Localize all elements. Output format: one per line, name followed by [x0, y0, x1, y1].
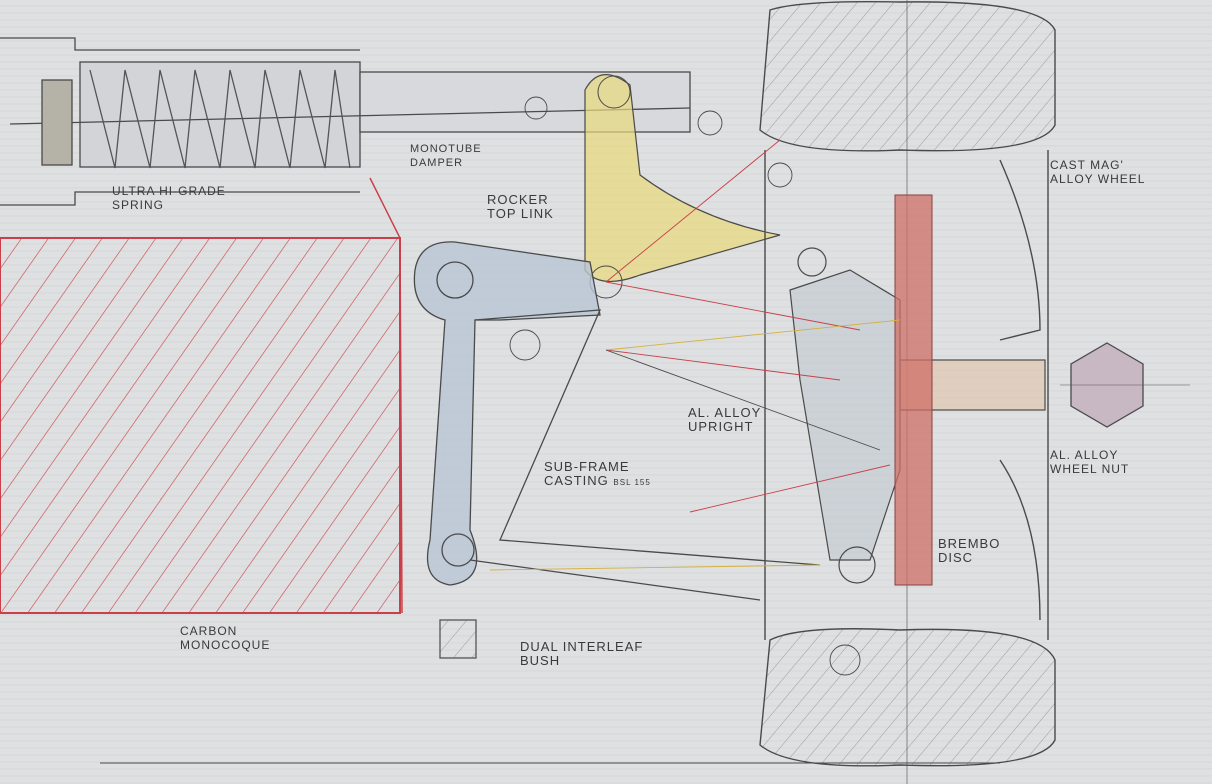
- subframe-casting: [413, 241, 821, 659]
- spring-damper: [0, 37, 691, 206]
- rocker-top-link: [584, 74, 781, 299]
- construction-lines: [100, 96, 1000, 764]
- wheel: [759, 0, 1056, 784]
- brembo-disc: [894, 194, 933, 586]
- label-wheel: CAST MAG'ALLOY WHEEL: [1050, 158, 1146, 186]
- carbon-monocoque: [0, 177, 403, 614]
